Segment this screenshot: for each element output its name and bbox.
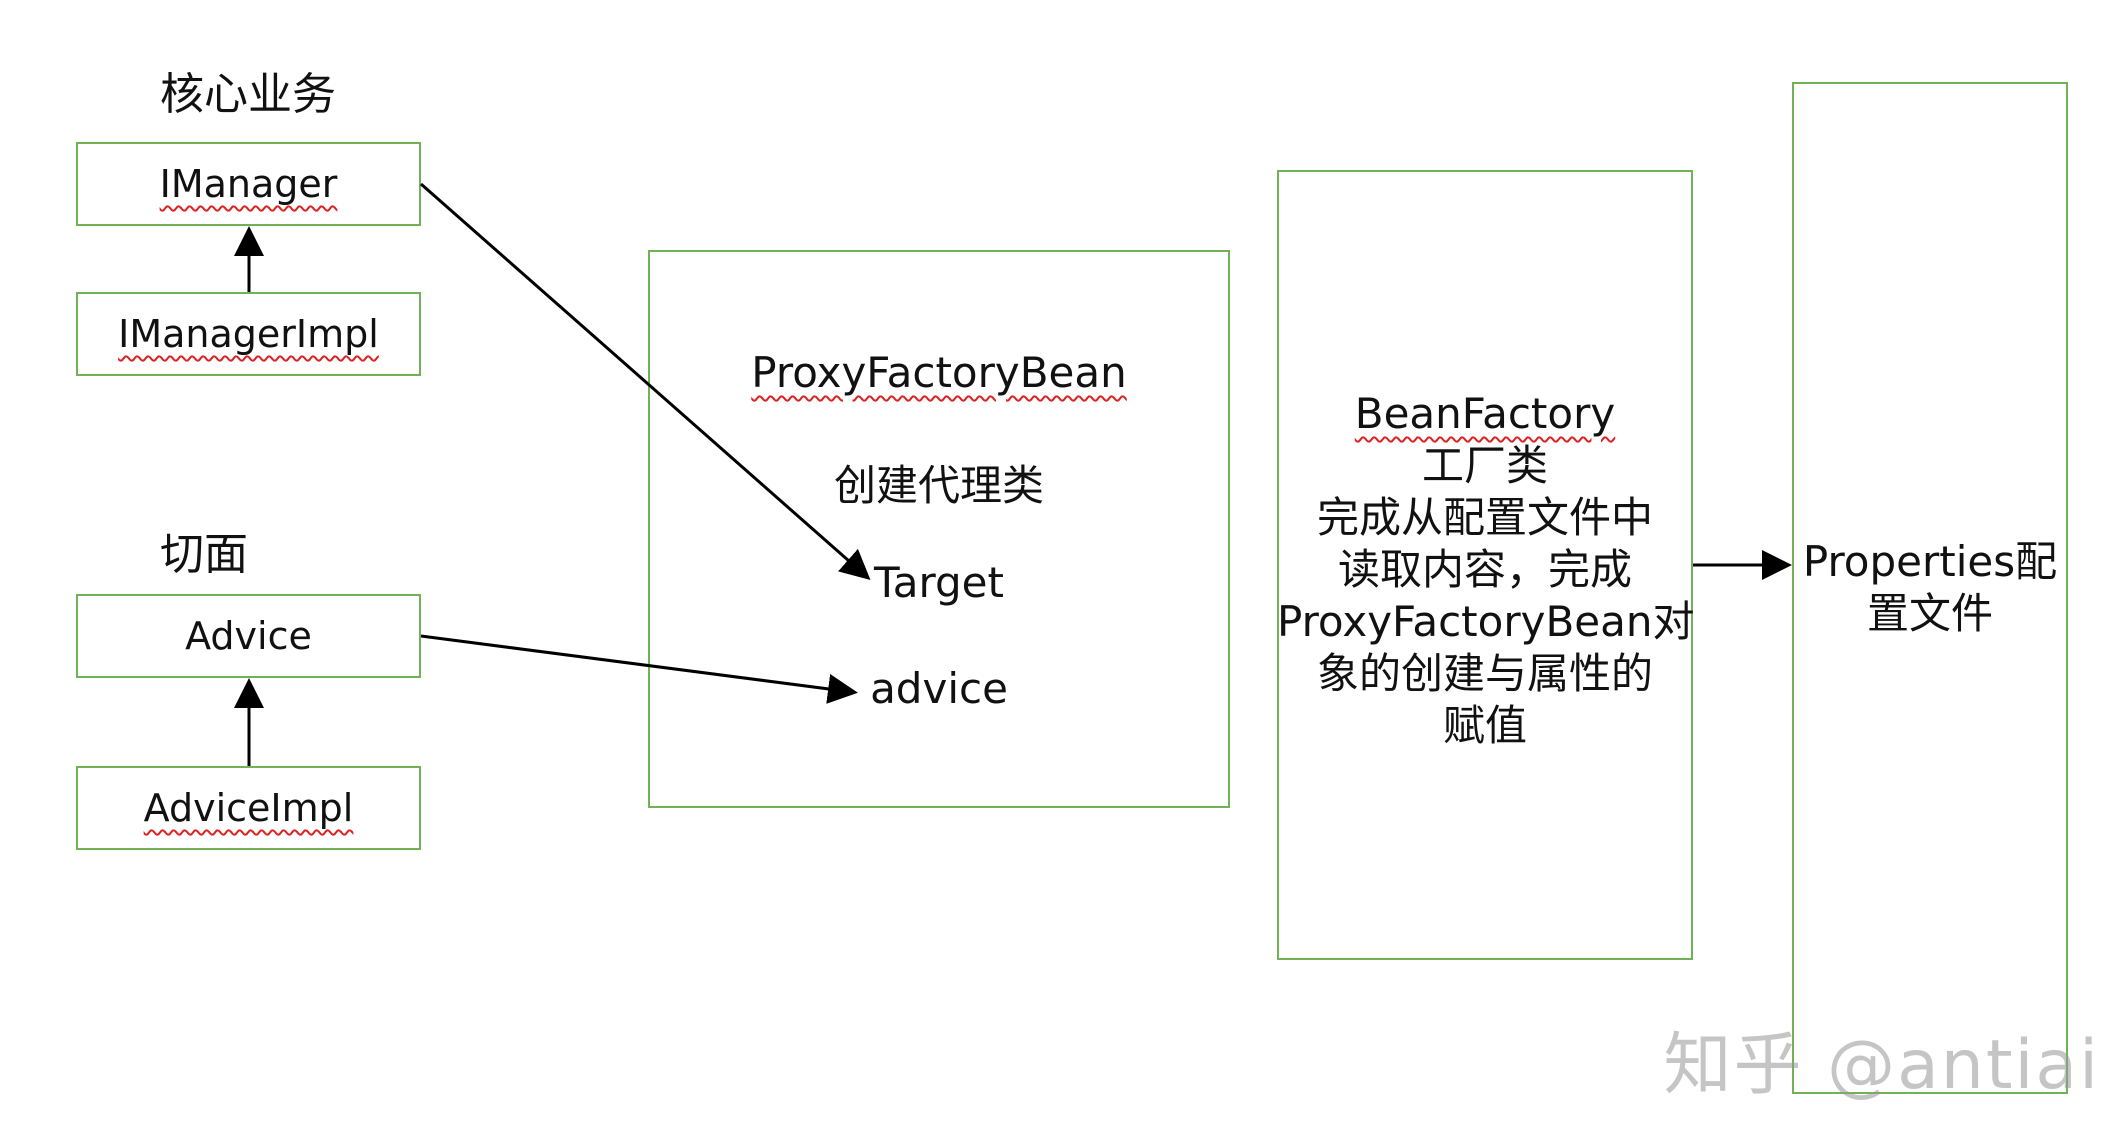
properties-line: 置文件: [1866, 589, 1993, 638]
watermark: 知乎 @antiai: [1663, 1026, 2100, 1105]
imanagerimpl-box: IManagerImpl: [76, 292, 421, 376]
proxy-advice-label: advice: [870, 664, 1008, 713]
properties-box: [1792, 82, 2068, 1094]
aspect-heading: 切面: [160, 529, 248, 580]
bean-factory-box: [1277, 170, 1693, 960]
bean-factory-line: 象的创建与属性的: [1316, 649, 1653, 698]
proxy-subtitle: 创建代理类: [833, 461, 1045, 510]
proxy-factory-bean-box: [648, 250, 1230, 808]
bean-factory-line: ProxyFactoryBean对: [1277, 597, 1695, 646]
bean-factory-text: BeanFactory 工厂类 完成从配置文件中 读取内容，完成 ProxyFa…: [1277, 388, 1695, 752]
bean-factory-line: 赋值: [1442, 701, 1527, 750]
adviceimpl-box: AdviceImpl: [76, 766, 421, 850]
adviceimpl-label: AdviceImpl: [143, 786, 354, 830]
advice-to-proxy-advice-arrow: [420, 634, 858, 704]
proxy-target-label: Target: [874, 558, 1004, 607]
advice-box: Advice: [76, 594, 421, 678]
bean-factory-line: 工厂类: [1421, 441, 1548, 490]
imanager-to-target-arrow: [420, 182, 871, 580]
properties-text: Properties配 置文件: [1792, 536, 2068, 640]
proxy-factory-bean-title: ProxyFactoryBean: [751, 348, 1127, 397]
properties-line: Properties配: [1802, 537, 2058, 586]
bean-factory-line: BeanFactory: [1354, 389, 1616, 438]
imanager-label: IManager: [159, 162, 338, 206]
imanagerimpl-label: IManagerImpl: [118, 312, 379, 356]
imanager-box: IManager: [76, 142, 421, 226]
advice-label: Advice: [185, 614, 312, 658]
core-business-heading: 核心业务: [160, 69, 336, 120]
bean-factory-line: 读取内容，完成: [1337, 545, 1632, 594]
bean-factory-line: 完成从配置文件中: [1316, 493, 1653, 542]
